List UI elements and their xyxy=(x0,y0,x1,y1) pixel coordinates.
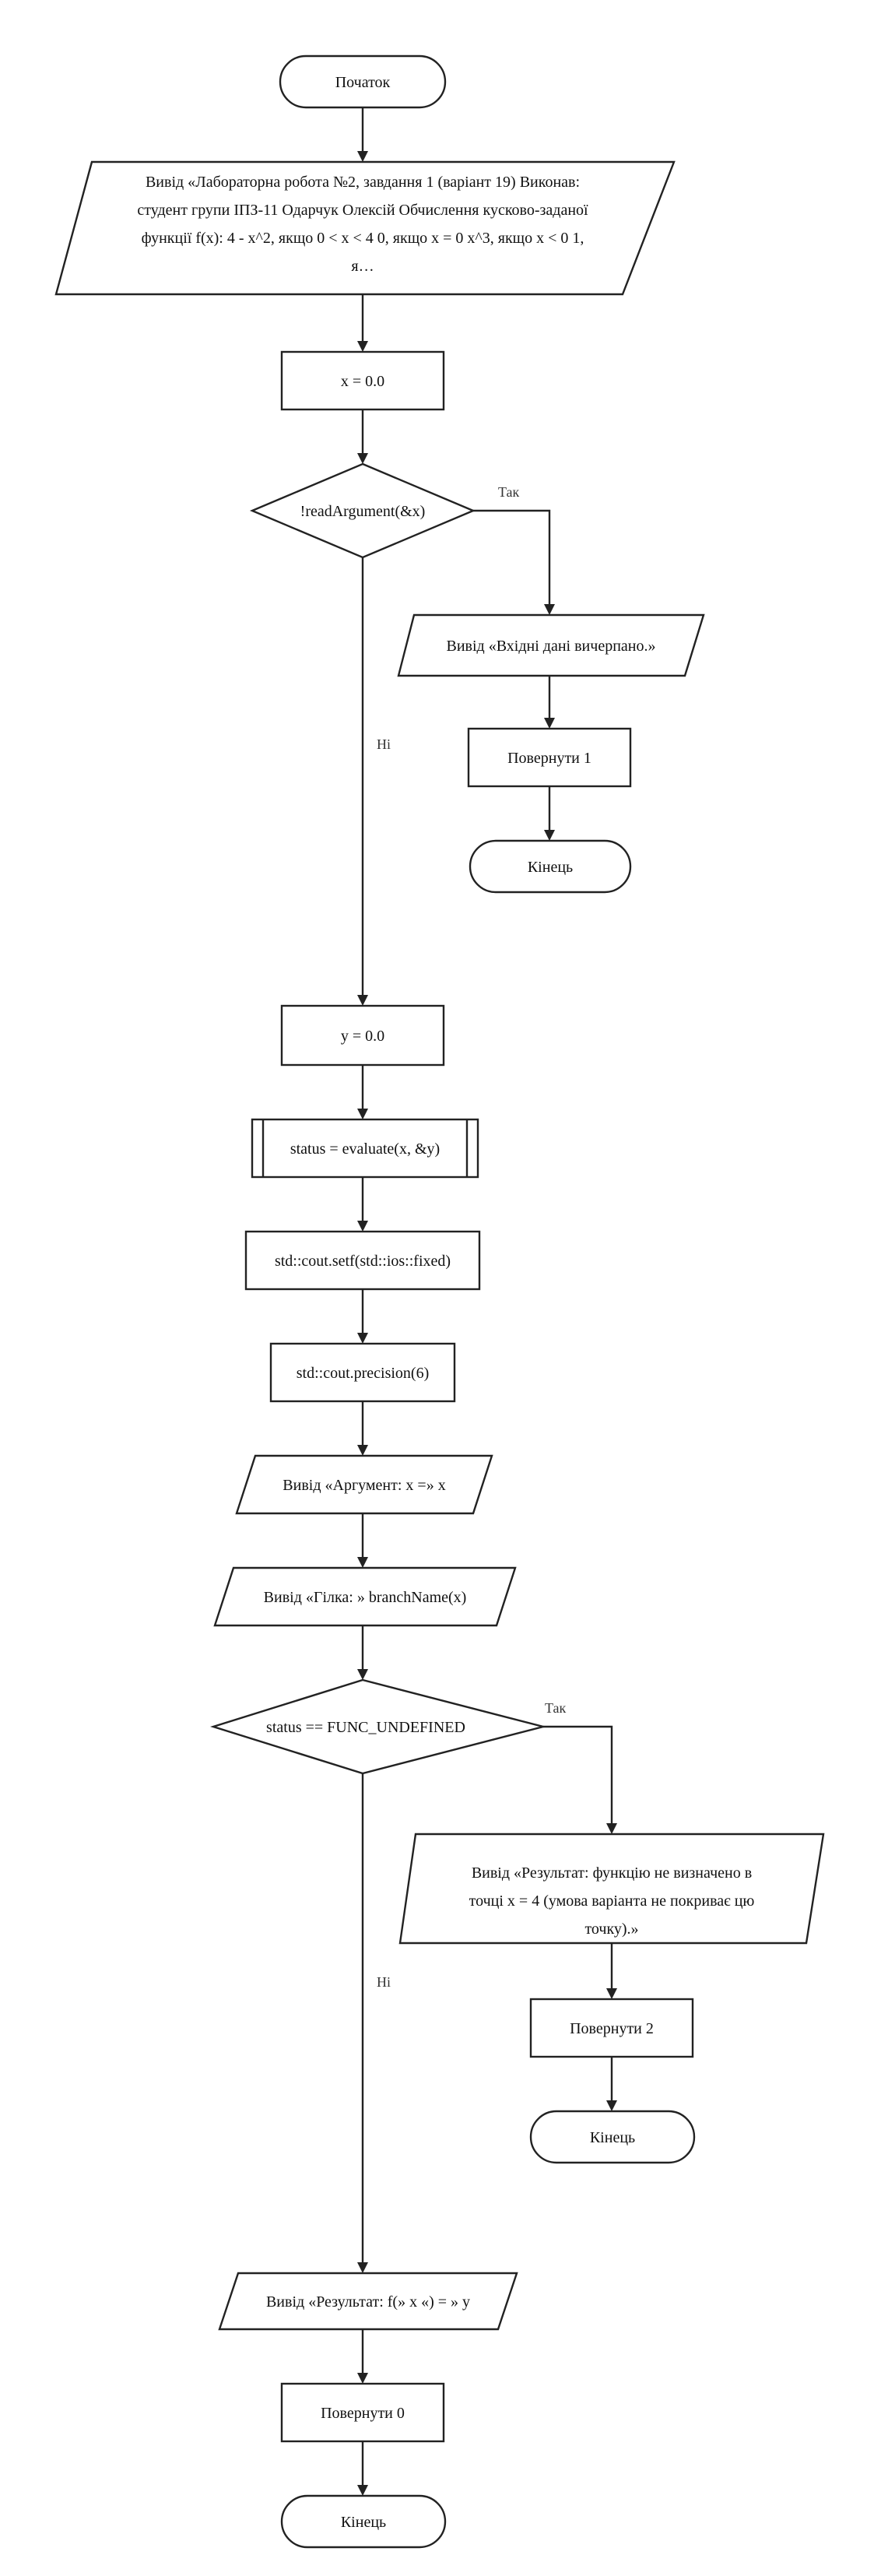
status-decision: status == FUNC_UNDEFINED xyxy=(209,1678,547,1775)
undefined-line-2: точці x = 4 (умова варіанта не покриває … xyxy=(469,1892,755,1910)
return-0-label: Повернути 0 xyxy=(321,2405,405,2422)
arrow-head xyxy=(606,1988,617,1999)
output-result-node: Вивід «Результат: f(» x «) = » y xyxy=(218,2272,518,2331)
undefined-result-output: Вивід «Результат: функцію не визначено в… xyxy=(398,1833,825,1945)
precision-label: std::cout.precision(6) xyxy=(297,1365,430,1382)
return-1-process: Повернути 1 xyxy=(467,727,632,788)
arrow-head xyxy=(606,2100,617,2111)
arrow-head xyxy=(357,2373,368,2384)
end-2-terminal: Кінець xyxy=(529,2110,696,2164)
arrow-head xyxy=(544,604,555,615)
edge-read-yes xyxy=(473,509,551,607)
setf-process: std::cout.setf(std::ios::fixed) xyxy=(244,1230,481,1291)
start-label: Початок xyxy=(335,74,391,91)
start-terminal: Початок xyxy=(279,54,447,109)
status-decision-label: status == FUNC_UNDEFINED xyxy=(266,1719,465,1736)
y-init-label: y = 0.0 xyxy=(341,1028,384,1045)
arrow-head xyxy=(357,2262,368,2273)
arrow-head xyxy=(357,1557,368,1568)
intro-line-3: функції f(x): 4 - x^2, якщо 0 < x < 4 0,… xyxy=(142,230,584,247)
evaluate-subroutine: status = evaluate(x, &y) xyxy=(251,1118,479,1179)
edge-label-no-status: Ні xyxy=(377,1974,391,1990)
output-result-label: Вивід «Результат: f(» x «) = » y xyxy=(266,2293,470,2311)
arrow-head xyxy=(544,718,555,729)
read-argument-label: !readArgument(&x) xyxy=(300,503,426,520)
arrow-head xyxy=(357,995,368,1006)
end-1-label: Кінець xyxy=(528,859,573,876)
output-branch-node: Вивід «Гілка: » branchName(x) xyxy=(213,1566,517,1627)
evaluate-label: status = evaluate(x, &y) xyxy=(290,1140,440,1158)
arrow-head xyxy=(606,1823,617,1834)
arrow-head xyxy=(357,1109,368,1119)
return-2-process: Повернути 2 xyxy=(529,1998,694,2058)
edge-label-no-read: Ні xyxy=(377,736,391,752)
edges xyxy=(357,107,617,2496)
arrow-head xyxy=(357,341,368,352)
intro-line-1: Вивід «Лабораторна робота №2, завдання 1… xyxy=(146,174,580,191)
edge-label-yes-read: Так xyxy=(498,484,520,500)
arrow-head xyxy=(357,1221,368,1232)
arrow-head xyxy=(357,2485,368,2496)
intro-output-node: Вивід «Лабораторна робота №2, завдання 1… xyxy=(54,160,676,296)
edge-label-yes-status: Так xyxy=(545,1700,567,1716)
undefined-line-3: точку).» xyxy=(584,1921,638,1938)
output-argument-node: Вивід «Аргумент: x =» x xyxy=(235,1454,493,1515)
setf-label: std::cout.setf(std::ios::fixed) xyxy=(275,1253,451,1270)
end-1-terminal: Кінець xyxy=(469,839,632,894)
output-branch-label: Вивід «Гілка: » branchName(x) xyxy=(264,1589,467,1606)
end-0-terminal: Кінець xyxy=(280,2494,447,2549)
read-argument-decision: !readArgument(&x) xyxy=(249,462,476,559)
intro-line-4: я… xyxy=(351,258,374,275)
intro-line-2: студент групи ІПЗ-11 Одарчук Олексій Обч… xyxy=(137,202,588,219)
input-exhausted-label: Вивід «Вхідні дані вичерпано.» xyxy=(447,638,656,655)
end-0-label: Кінець xyxy=(341,2514,386,2531)
return-0-process: Повернути 0 xyxy=(280,2382,445,2443)
end-2-label: Кінець xyxy=(590,2129,635,2146)
undefined-line-1: Вивід «Результат: функцію не визначено в xyxy=(472,1864,752,1882)
input-exhausted-output: Вивід «Вхідні дані вичерпано.» xyxy=(397,613,705,677)
output-argument-label: Вивід «Аргумент: x =» x xyxy=(283,1477,445,1494)
arrow-head xyxy=(357,151,368,162)
return-2-label: Повернути 2 xyxy=(570,2020,654,2037)
precision-process: std::cout.precision(6) xyxy=(269,1342,456,1403)
return-1-label: Повернути 1 xyxy=(507,750,591,767)
x-init-label: x = 0.0 xyxy=(341,373,384,390)
arrow-head xyxy=(357,453,368,464)
arrow-head xyxy=(357,1445,368,1456)
y-init-process: y = 0.0 xyxy=(280,1004,445,1067)
edge-status-yes xyxy=(543,1725,613,1826)
arrow-head xyxy=(357,1333,368,1344)
x-init-process: x = 0.0 xyxy=(280,350,445,411)
arrow-head xyxy=(357,1669,368,1680)
arrow-head xyxy=(544,830,555,841)
